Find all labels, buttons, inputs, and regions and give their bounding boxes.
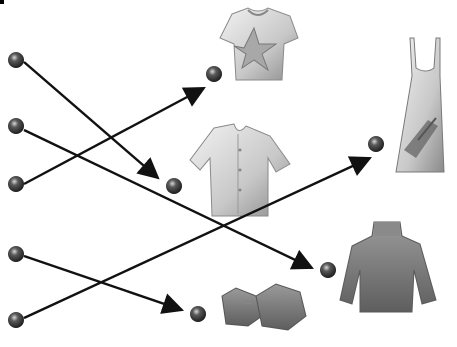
right-dot-sweater[interactable] (320, 262, 336, 278)
arrow-left2-to-sweater (23, 128, 314, 270)
left-dots (8, 52, 24, 328)
tshirt-icon (219, 7, 299, 81)
arrow-left5-to-dress (23, 156, 372, 320)
shirt-icon (189, 123, 291, 217)
corner-mark (0, 0, 4, 4)
left-dot-4[interactable] (8, 246, 24, 262)
right-dot-tshirt[interactable] (206, 66, 222, 82)
sweater-icon (339, 221, 437, 313)
arrow-left4-to-shoes (23, 254, 185, 314)
left-dot-5[interactable] (8, 312, 24, 328)
arrow-layer (23, 61, 372, 320)
right-dots (166, 66, 384, 322)
left-dot-1[interactable] (8, 52, 24, 68)
left-dot-3[interactable] (8, 176, 24, 192)
left-dot-2[interactable] (8, 118, 24, 134)
arrow-left3-to-tshirt (23, 86, 206, 186)
dress-icon (395, 37, 445, 173)
right-dot-dress[interactable] (368, 136, 384, 152)
arrow-left1-to-shirt (23, 61, 160, 180)
right-dot-shirt[interactable] (166, 178, 182, 194)
shoes-icon (221, 283, 307, 331)
right-dot-shoes[interactable] (190, 306, 206, 322)
